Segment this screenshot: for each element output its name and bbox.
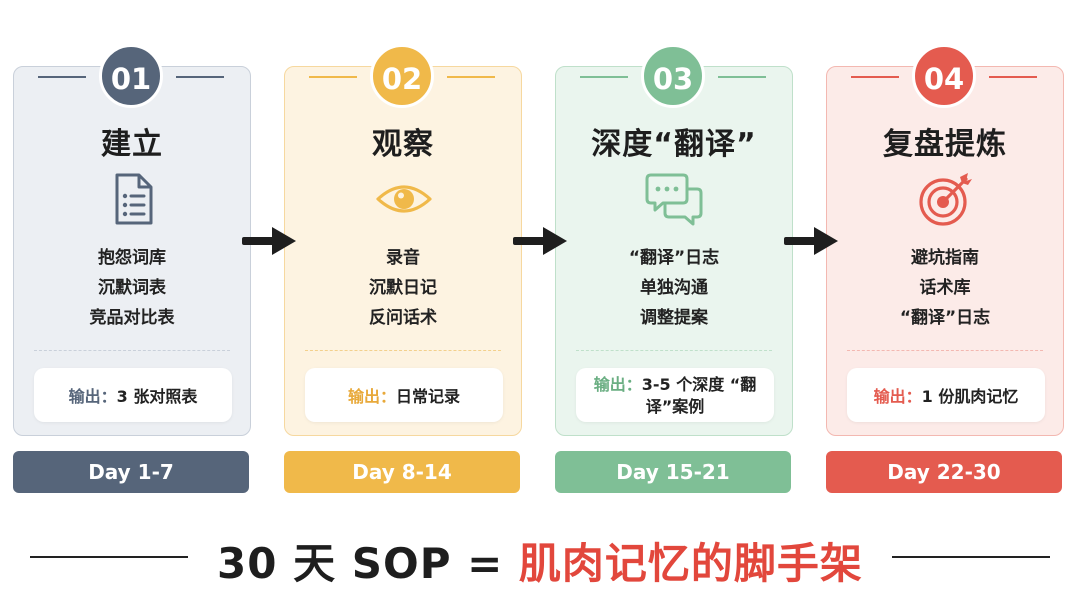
step-card-4: 复盘提炼 避坑指南 话术库 “翻译”日志 输出： 1 份肌肉记忆 [826,66,1064,436]
step-item: 录音 [386,248,420,268]
step-number-badge: 01 [99,44,163,108]
step-card-3: 深度“翻译” “翻译”日志 单独沟通 调整提案 输出：3-5 个深度 “翻译”案… [555,66,793,436]
step-items: 录音 沉默日记 反问话术 [285,243,521,333]
step-item: 单独沟通 [640,278,708,298]
output-label: 输出： [347,387,396,406]
step-item: 话术库 [919,278,971,298]
footer-slogan: 30 天 SOP = 肌肉记忆的脚手架 [0,530,1080,591]
step-card-2: 观察 录音 沉默日记 反问话术 输出： 日常记录 [284,66,522,436]
checklist-document-icon [103,169,163,229]
eye-icon [374,169,434,229]
badge-line-left [38,76,86,78]
output-text: 3-5 个深度 “翻译”案例 [641,375,757,416]
step-item: 沉默日记 [369,278,437,298]
step-item: 调整提案 [640,308,708,328]
footer-prefix: 30 天 SOP = [217,539,519,588]
badge-line-right [989,76,1037,78]
day-range-bar: Day 22-30 [826,451,1062,493]
right-arrow-icon [782,224,842,258]
output-box: 输出： 日常记录 [305,368,503,422]
step-items: 抱怨词库 沉默词表 竞品对比表 [14,243,250,333]
output-box: 输出：3-5 个深度 “翻译”案例 [576,368,774,422]
output-label: 输出： [593,375,642,394]
step-title: 深度“翻译” [591,127,757,162]
step-item: 抱怨词库 [98,248,166,268]
badge-line-right [447,76,495,78]
output-text: 日常记录 [396,387,461,406]
day-range-bar: Day 8-14 [284,451,520,493]
step-item: 竞品对比表 [89,308,175,328]
output-box: 输出： 3 张对照表 [34,368,232,422]
footer-line-left [30,556,188,558]
output-label: 输出： [68,387,117,406]
output-text: 1 份肌肉记忆 [921,387,1019,406]
step-item: “翻译”日志 [628,248,720,268]
step-title: 复盘提炼 [883,127,1007,162]
chat-bubbles-icon [645,169,705,229]
badge-line-left [851,76,899,78]
step-items: “翻译”日志 单独沟通 调整提案 [556,243,792,333]
day-range-bar: Day 1-7 [13,451,249,493]
step-item: 沉默词表 [98,278,166,298]
badge-line-left [580,76,628,78]
footer-highlight: 肌肉记忆的脚手架 [518,539,863,588]
step-number-badge: 02 [370,44,434,108]
divider [34,350,230,351]
output-box: 输出： 1 份肌肉记忆 [847,368,1045,422]
right-arrow-icon [511,224,571,258]
step-item: 反问话术 [369,308,437,328]
badge-line-left [309,76,357,78]
step-number-badge: 03 [641,44,705,108]
step-items: 避坑指南 话术库 “翻译”日志 [827,243,1063,333]
day-range-bar: Day 15-21 [555,451,791,493]
output-label: 输出： [873,387,922,406]
divider [847,350,1043,351]
right-arrow-icon [240,224,300,258]
step-title: 观察 [372,127,434,162]
step-item: “翻译”日志 [899,308,991,328]
divider [576,350,772,351]
output-text: 3 张对照表 [116,387,198,406]
step-item: 避坑指南 [911,248,979,268]
step-title: 建立 [101,127,163,162]
divider [305,350,501,351]
footer-line-right [892,556,1050,558]
step-number-badge: 04 [912,44,976,108]
step-card-1: 建立 抱怨词库 沉默词表 竞品对比表 输出： 3 张对照表 [13,66,251,436]
badge-line-right [176,76,224,78]
target-icon [916,169,976,229]
badge-line-right [718,76,766,78]
